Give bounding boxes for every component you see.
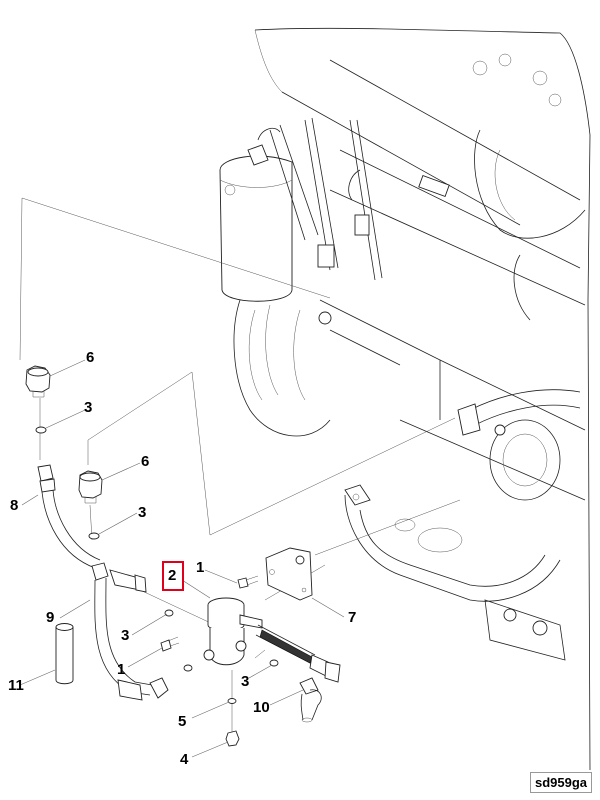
part-10-elbow <box>299 677 322 723</box>
callout-3: 3 <box>241 673 250 690</box>
part-3-oring-b <box>88 532 100 540</box>
part-4-plug <box>225 730 240 747</box>
highlight-box <box>162 561 184 591</box>
part-3-oring-a <box>35 426 47 434</box>
callout-10: 10 <box>253 699 270 716</box>
callout-3: 3 <box>121 627 130 644</box>
callout-3: 3 <box>84 399 93 416</box>
callout-6: 6 <box>141 453 150 470</box>
part-3-oring-d <box>183 664 193 672</box>
callout-9: 9 <box>46 609 55 626</box>
braided-line <box>255 624 341 683</box>
part-1-bolt-a <box>237 575 259 589</box>
callout-7: 7 <box>348 609 357 626</box>
callout-11: 11 <box>8 677 24 694</box>
figure-reference-code: sd959ga <box>530 772 593 793</box>
part-9-hose-assembly <box>91 562 169 701</box>
callout-1: 1 <box>117 661 126 678</box>
callout-3: 3 <box>138 504 147 521</box>
part-8-hose <box>37 464 101 569</box>
callout-1: 1 <box>196 559 205 576</box>
part-7-bracket <box>265 547 313 601</box>
engine-assembly <box>219 27 591 771</box>
part-6-nut-upper <box>25 365 51 398</box>
assembly-guide-lines <box>19 197 461 735</box>
callout-8: 8 <box>10 497 19 514</box>
callout-5: 5 <box>178 713 187 730</box>
part-2-valve-body <box>203 597 263 666</box>
callout-4: 4 <box>180 751 189 768</box>
part-5-washer <box>227 698 237 704</box>
callout-6: 6 <box>86 349 95 366</box>
part-3-oring-c <box>164 609 174 617</box>
callout-2[interactable]: 2 <box>168 567 177 584</box>
part-11-sleeve <box>55 623 74 685</box>
part-1-bolt-b <box>160 636 180 652</box>
part-3-oring-e <box>269 659 279 667</box>
leader-lines <box>19 359 345 758</box>
part-6-nut-lower <box>78 470 103 504</box>
